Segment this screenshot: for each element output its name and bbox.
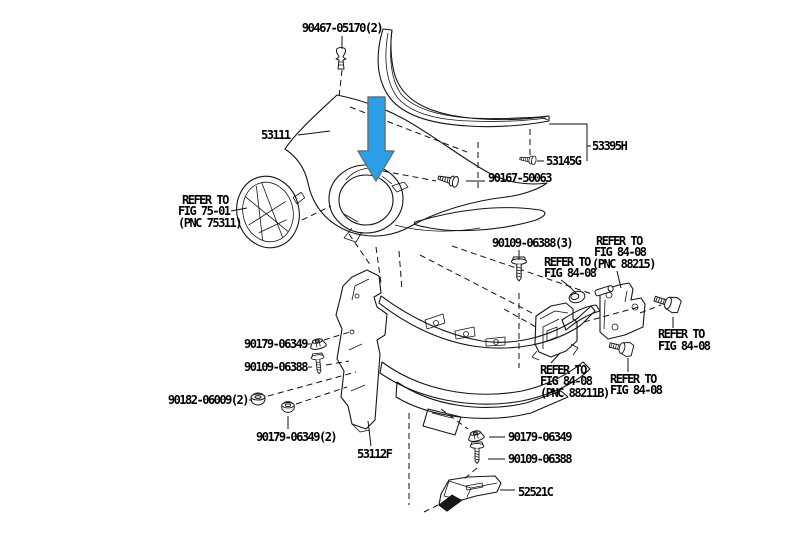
bolt-icon-sensor	[607, 337, 635, 359]
note-radar-bracket-line1: REFER TO	[596, 234, 643, 248]
bolt-icon-left	[310, 352, 327, 375]
note-bracket-bolt-right-line2: FIG 84-08	[658, 339, 711, 353]
callout-53112f[interactable]: 53112F	[357, 447, 394, 461]
callout-90167-50063[interactable]: 90167-50063	[488, 171, 554, 185]
note-radar-sensor-line3: (PNC 88211B)	[540, 386, 609, 400]
callout-90109-06388-left[interactable]: 90109-06388	[244, 360, 310, 374]
emblem-art	[236, 175, 306, 249]
nut-icon-bottom	[466, 428, 486, 444]
callout-90179-06349-2[interactable]: 90179-06349(2)	[256, 430, 338, 444]
bolt-icon-90109-x3	[511, 256, 527, 282]
nut-icon-left	[308, 336, 328, 352]
note-radar-bracket-line3: (PNC 88215)	[592, 257, 655, 271]
note-radar-bracket-line2: FIG 84-08	[594, 245, 647, 259]
note-emblem: REFER TO FIG 75-01 (PNC 75311)	[178, 193, 242, 230]
note-radar-bushing-line1: REFER TO	[544, 255, 591, 269]
note-radar-sensor: REFER TO FIG 84-08 (PNC 88211B)	[540, 363, 610, 400]
grommet-icon-90179-2	[281, 401, 295, 413]
note-sensor-bolt-line1: REFER TO	[610, 372, 657, 386]
callout-90109-06388-bottom[interactable]: 90109-06388	[508, 452, 574, 466]
note-radar-bushing: REFER TO FIG 84-08	[544, 255, 598, 280]
highlight-down-arrow	[357, 96, 395, 182]
radar-sensor-art	[531, 302, 579, 361]
callout-53111[interactable]: 53111	[261, 128, 292, 142]
callout-53145g[interactable]: 53145G	[546, 154, 583, 168]
note-emblem-line1: REFER TO	[182, 193, 229, 207]
callout-90182-06009[interactable]: 90182-06009(2)	[168, 393, 250, 407]
note-bracket-bolt-right: REFER TO FIG 84-08	[658, 327, 712, 353]
grommet-icon-90182	[250, 392, 266, 406]
radiator-grille-art	[284, 94, 548, 243]
radiator-support-art	[335, 269, 601, 436]
note-radar-sensor-line2: FIG 84-08	[540, 374, 593, 388]
note-bracket-bolt-right-line1: REFER TO	[658, 327, 705, 341]
note-sensor-bolt: REFER TO FIG 84-08	[610, 372, 664, 397]
air-duct-art	[438, 475, 502, 512]
callout-90467-05170[interactable]: 90467-05170(2)	[302, 21, 384, 35]
note-emblem-line3: (PNC 75311)	[178, 216, 241, 230]
sensor-pin-art	[594, 285, 614, 297]
sensor-bushing-icon	[568, 290, 586, 304]
bolt-icon-right-bracket	[651, 290, 683, 315]
dashed-leader-lines	[267, 69, 662, 513]
bolt-icon-bottom	[469, 441, 485, 464]
screw-icon-90167	[436, 171, 460, 189]
note-radar-bushing-line2: FIG 84-08	[544, 266, 597, 280]
clip-icon-90467	[335, 47, 347, 70]
callout-90109-06388-x3[interactable]: 90109-06388(3)	[492, 236, 574, 250]
screw-icon-53145g	[518, 153, 538, 166]
sensor-bracket-art	[599, 282, 646, 340]
callout-90179-06349-bottom[interactable]: 90179-06349	[508, 430, 574, 444]
note-radar-bracket: REFER TO FIG 84-08 (PNC 88215)	[592, 234, 656, 271]
callout-90179-06349-left[interactable]: 90179-06349	[244, 337, 310, 351]
hood-molding-art	[377, 28, 550, 128]
callout-52521c[interactable]: 52521C	[518, 485, 555, 499]
callout-53395h[interactable]: 53395H	[592, 139, 629, 153]
note-emblem-line2: FIG 75-01	[178, 204, 231, 218]
note-sensor-bolt-line2: FIG 84-08	[610, 383, 663, 397]
solid-leader-lines	[230, 36, 674, 491]
note-radar-sensor-line1: REFER TO	[540, 363, 587, 377]
